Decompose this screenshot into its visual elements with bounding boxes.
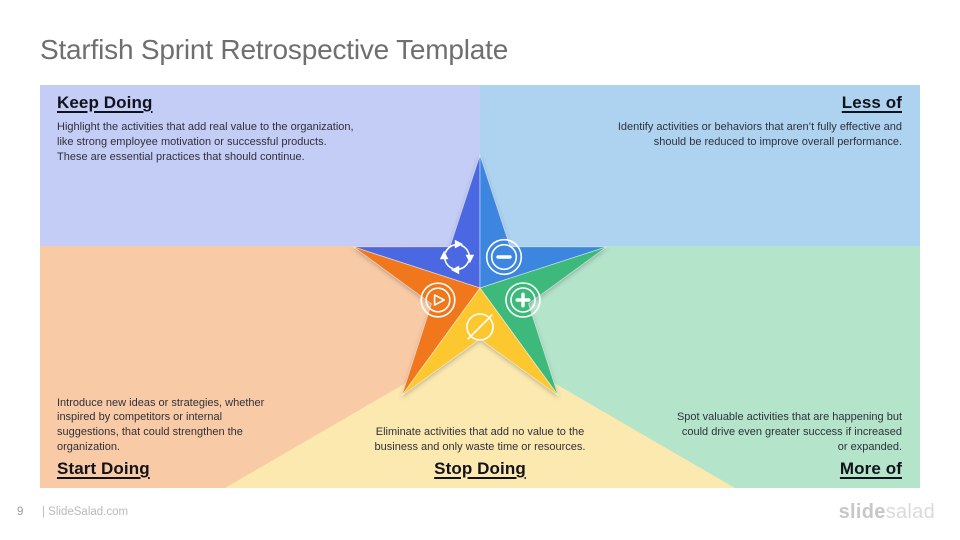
stop-doing-block: Eliminate activities that add no value t… bbox=[375, 425, 586, 479]
more-of-body: Spot valuable activities that are happen… bbox=[676, 411, 902, 454]
less-of-block: Less of Identify activities or behaviors… bbox=[618, 93, 902, 150]
footer-site-link: | SlideSalad.com bbox=[42, 506, 129, 518]
logo-part-slide: slide bbox=[838, 501, 886, 523]
page-title: Starfish Sprint Retrospective Template bbox=[40, 34, 509, 65]
ban-icon bbox=[466, 313, 494, 341]
start-doing-block: Introduce new ideas or strategies, wheth… bbox=[57, 396, 264, 479]
keep-doing-block: Keep Doing Highlight the activities that… bbox=[57, 93, 354, 165]
less-of-body: Identify activities or behaviors that ar… bbox=[617, 121, 902, 148]
start-doing-heading: Start Doing bbox=[57, 459, 150, 478]
quadrant-keep-doing-bg bbox=[40, 85, 480, 246]
cycle-icon bbox=[439, 239, 475, 275]
star-segment-stop-doing bbox=[401, 287, 559, 397]
minus-icon bbox=[485, 238, 523, 276]
more-of-heading: More of bbox=[839, 459, 902, 478]
starfish-diagram: Keep Doing Highlight the activities that… bbox=[40, 85, 920, 488]
slide-footer: 9 | SlideSalad.com slidesalad bbox=[0, 500, 960, 540]
more-of-block: Spot valuable activities that are happen… bbox=[677, 410, 902, 479]
keep-doing-heading: Keep Doing bbox=[57, 93, 153, 112]
keep-doing-body: Highlight the activities that add real v… bbox=[57, 121, 354, 163]
stop-doing-body: Eliminate activities that add no value t… bbox=[374, 426, 586, 454]
star-icons bbox=[420, 238, 541, 341]
start-doing-body: Introduce new ideas or strategies, wheth… bbox=[57, 396, 265, 454]
star bbox=[353, 154, 607, 397]
page-number: 9 bbox=[17, 506, 24, 518]
quadrant-stop-doing-bg bbox=[225, 340, 735, 488]
play-icon bbox=[420, 282, 456, 318]
slidesalad-logo: slidesalad bbox=[839, 501, 935, 524]
plus-icon bbox=[505, 282, 541, 318]
stop-doing-heading: Stop Doing bbox=[434, 459, 526, 478]
logo-part-salad: salad bbox=[885, 501, 935, 523]
quadrant-less-of-bg bbox=[480, 85, 920, 246]
less-of-heading: Less of bbox=[841, 93, 902, 112]
starfish-diagram-svg bbox=[40, 85, 920, 488]
